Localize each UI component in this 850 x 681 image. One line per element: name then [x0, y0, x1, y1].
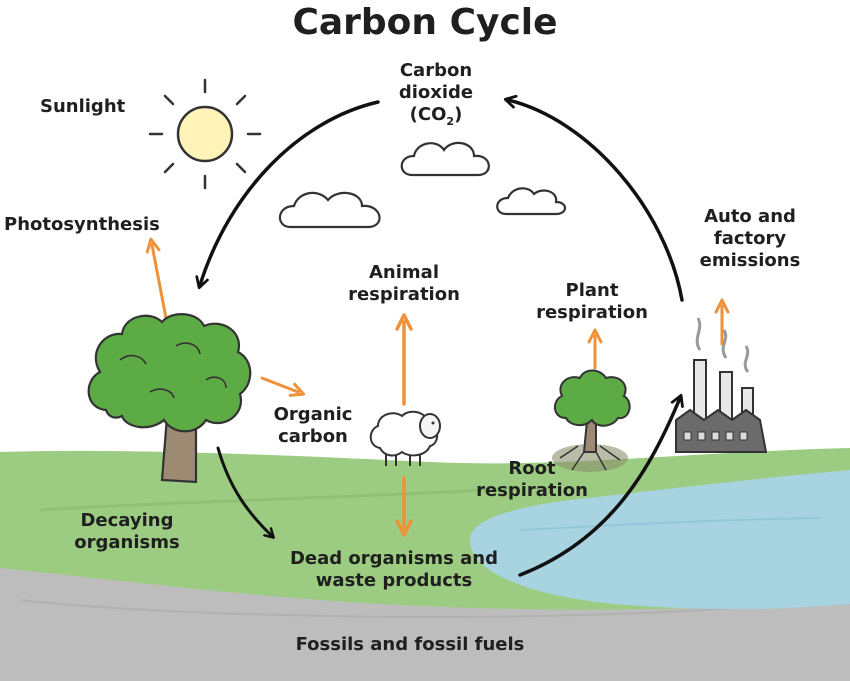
co2-to-photosynthesis-arrow	[195, 100, 380, 290]
label-auto-factory-emissions: Auto and factory emissions	[699, 206, 801, 271]
label-dead-organisms: Dead organisms and waste products	[289, 548, 498, 591]
label-fossils: Fossils and fossil fuels	[295, 634, 525, 655]
tree-to-dead-organisms-arrow	[216, 446, 275, 539]
label-decaying-organisms: Decaying organisms	[74, 510, 180, 553]
label-sunlight: Sunlight	[40, 96, 126, 117]
cloud-icon	[400, 141, 490, 177]
label-photosynthesis: Photosynthesis	[4, 214, 160, 235]
label-organic-carbon: Organic carbon	[273, 404, 353, 447]
sun-icon	[148, 78, 262, 190]
water	[470, 470, 850, 610]
factory-icon	[675, 317, 768, 453]
organic-carbon-arrow	[260, 376, 306, 397]
tree-icon	[87, 313, 252, 484]
label-co2: Carbon dioxide (CO2)	[398, 60, 474, 128]
emissions-to-co2-arrow	[503, 94, 684, 302]
label-root-respiration: Root respiration	[476, 458, 588, 501]
label-plant-respiration: Plant respiration	[536, 280, 648, 323]
page-title: Carbon Cycle	[292, 2, 558, 43]
fossils-to-factory-arrow	[518, 394, 684, 577]
sheep-icon	[369, 410, 441, 466]
cloud-icon	[278, 191, 381, 229]
cloud-icon	[496, 187, 567, 216]
label-animal-respiration: Animal respiration	[348, 262, 460, 305]
photosynthesis-arrow	[145, 237, 168, 320]
small-tree-icon	[552, 369, 631, 472]
